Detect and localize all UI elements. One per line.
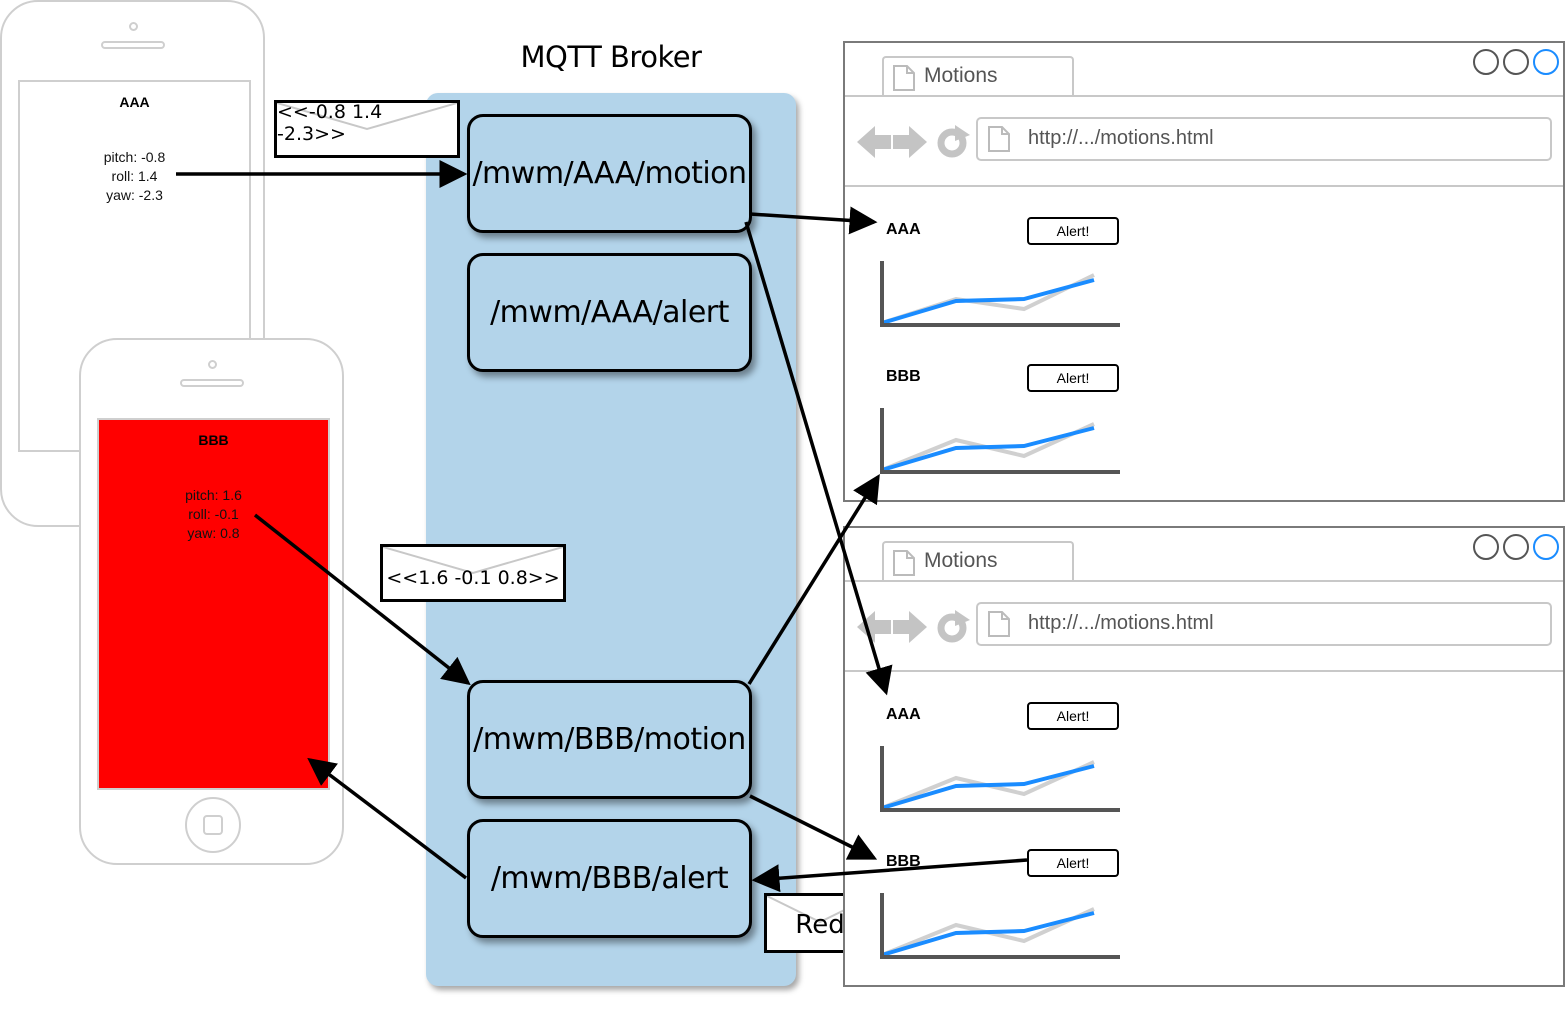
speaker-icon bbox=[101, 41, 165, 49]
topic-bbb-motion: /mwm/BBB/motion bbox=[467, 680, 752, 799]
phone-bbb: BBB pitch: 1.6 roll: -0.1 yaw: 0.8 bbox=[79, 338, 344, 865]
message-payload: <<-0.8 1.4 -2.3>> bbox=[277, 101, 383, 145]
motion-chart-aaa bbox=[880, 261, 1120, 327]
window-controls bbox=[1469, 49, 1559, 79]
topic-aaa-alert: /mwm/AAA/alert bbox=[467, 253, 752, 372]
url-text: http://.../motions.html bbox=[1028, 612, 1214, 634]
url-bar[interactable]: http://.../motions.html bbox=[976, 602, 1552, 646]
forward-arrow-icon[interactable] bbox=[893, 611, 927, 643]
message-envelope-bbb: <<1.6 -0.1 0.8>> bbox=[380, 544, 566, 602]
forward-arrow-icon[interactable] bbox=[893, 126, 927, 158]
alert-button-aaa[interactable]: Alert! bbox=[1027, 217, 1119, 245]
window-control-icon[interactable] bbox=[1533, 534, 1559, 560]
panel-label-bbb: BBB bbox=[886, 853, 921, 870]
motion-chart-bbb bbox=[880, 408, 1120, 474]
back-arrow-icon[interactable] bbox=[857, 611, 891, 643]
page-icon bbox=[893, 65, 915, 91]
alert-button-bbb[interactable]: Alert! bbox=[1027, 364, 1119, 392]
window-controls bbox=[1469, 534, 1559, 564]
reload-icon[interactable] bbox=[937, 125, 970, 158]
page-icon bbox=[988, 611, 1010, 637]
camera-icon bbox=[129, 22, 138, 31]
device-name: AAA bbox=[119, 94, 150, 110]
divider bbox=[845, 95, 1563, 97]
speaker-icon bbox=[180, 379, 244, 387]
window-control-icon[interactable] bbox=[1503, 49, 1529, 75]
page-icon bbox=[988, 126, 1010, 152]
roll-reading: roll: 1.4 bbox=[111, 168, 158, 184]
motion-chart-bbb bbox=[880, 893, 1120, 959]
divider bbox=[845, 580, 1563, 582]
window-control-icon[interactable] bbox=[1503, 534, 1529, 560]
yaw-reading: yaw: -2.3 bbox=[106, 187, 163, 203]
pitch-reading: pitch: 1.6 bbox=[185, 487, 242, 503]
page-icon bbox=[893, 550, 915, 576]
window-control-icon[interactable] bbox=[1533, 49, 1559, 75]
pitch-reading: pitch: -0.8 bbox=[103, 149, 166, 165]
nav-buttons bbox=[857, 125, 970, 158]
envelope-icon bbox=[277, 103, 457, 131]
broker-title: MQTT Broker bbox=[520, 40, 702, 74]
phone-bbb-screen: BBB pitch: 1.6 roll: -0.1 yaw: 0.8 bbox=[97, 418, 330, 790]
roll-reading: roll: -0.1 bbox=[188, 506, 239, 522]
tab-title: Motions bbox=[924, 64, 998, 87]
back-arrow-icon[interactable] bbox=[857, 126, 891, 158]
browser-window-2: Motions http://.../motions.html AAA Aler… bbox=[843, 526, 1565, 987]
browser-tab[interactable]: Motions bbox=[882, 56, 1074, 96]
window-control-icon[interactable] bbox=[1473, 534, 1499, 560]
topic-bbb-alert: /mwm/BBB/alert bbox=[467, 819, 752, 938]
motion-readings: pitch: -0.8 roll: 1.4 yaw: -2.3 bbox=[20, 148, 249, 205]
url-text: http://.../motions.html bbox=[1028, 127, 1214, 149]
divider bbox=[845, 670, 1563, 672]
panel-label-aaa: AAA bbox=[886, 221, 921, 238]
alert-button-aaa[interactable]: Alert! bbox=[1027, 702, 1119, 730]
message-payload: <<1.6 -0.1 0.8>> bbox=[386, 567, 560, 589]
panel-label-bbb: BBB bbox=[886, 368, 921, 385]
message-envelope-aaa: <<-0.8 1.4 -2.3>> bbox=[274, 100, 460, 158]
yaw-reading: yaw: 0.8 bbox=[187, 525, 240, 541]
browser-tab[interactable]: Motions bbox=[882, 541, 1074, 581]
device-name: BBB bbox=[198, 432, 229, 448]
motion-readings: pitch: 1.6 roll: -0.1 yaw: 0.8 bbox=[99, 486, 328, 543]
window-control-icon[interactable] bbox=[1473, 49, 1499, 75]
home-button-icon bbox=[185, 797, 241, 853]
divider bbox=[845, 185, 1563, 187]
nav-buttons bbox=[857, 610, 970, 643]
message-payload: Red bbox=[795, 910, 845, 940]
topic-aaa-motion: /mwm/AAA/motion bbox=[467, 114, 752, 233]
reload-icon[interactable] bbox=[937, 610, 970, 643]
panel-label-aaa: AAA bbox=[886, 706, 921, 723]
camera-icon bbox=[208, 360, 217, 369]
browser-window-1: Motions http://.../motions.html AAA Aler… bbox=[843, 41, 1565, 502]
motion-chart-aaa bbox=[880, 746, 1120, 812]
url-bar[interactable]: http://.../motions.html bbox=[976, 117, 1552, 161]
tab-title: Motions bbox=[924, 549, 998, 572]
alert-button-bbb[interactable]: Alert! bbox=[1027, 849, 1119, 877]
